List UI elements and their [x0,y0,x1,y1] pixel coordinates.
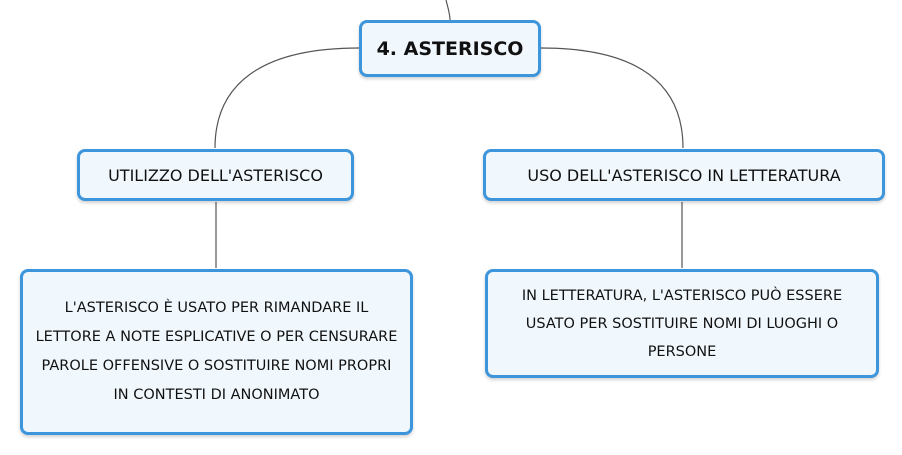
connector-root-to-left-branch [214,47,360,149]
detail-node-letteratura[interactable]: IN LETTERATURA, L'ASTERISCO PUÒ ESSERE U… [485,269,879,378]
connector-parent-to-root [445,0,451,21]
subtopic-node-utilizzo[interactable]: UTILIZZO DELL'ASTERISCO [77,149,354,201]
subtopic-node-letteratura[interactable]: USO DELL'ASTERISCO IN LETTERATURA [483,149,885,201]
subtopic-label-letteratura: USO DELL'ASTERISCO IN LETTERATURA [527,165,841,185]
subtopic-label-utilizzo: UTILIZZO DELL'ASTERISCO [108,165,323,185]
connector-root-to-right-branch [540,47,684,149]
root-topic-node[interactable]: 4. ASTERISCO [359,20,541,77]
root-topic-label: 4. ASTERISCO [376,37,524,60]
detail-node-utilizzo[interactable]: L'ASTERISCO È USATO PER RIMANDARE IL LET… [20,269,413,435]
detail-text-letteratura: IN LETTERATURA, L'ASTERISCO PUÒ ESSERE U… [521,287,843,360]
detail-text-utilizzo: L'ASTERISCO È USATO PER RIMANDARE IL LET… [35,300,398,403]
